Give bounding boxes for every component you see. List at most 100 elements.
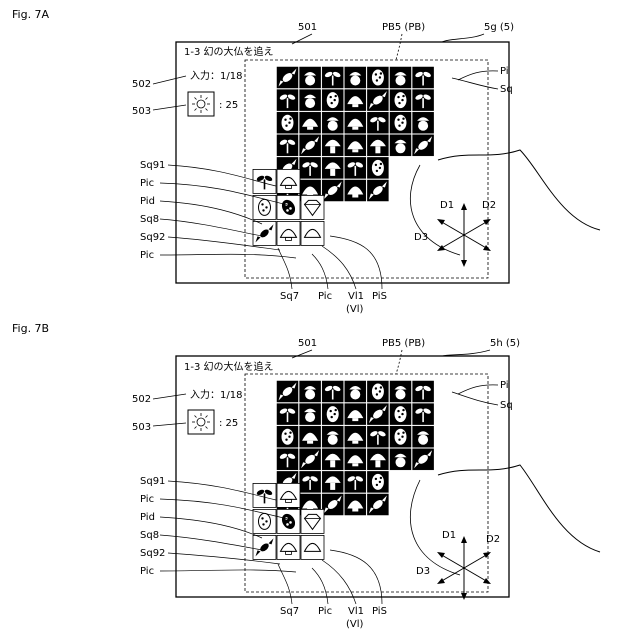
- grid-cell[interactable]: [253, 169, 276, 193]
- grid-cell[interactable]: [322, 112, 343, 133]
- puzzle-grid[interactable]: [253, 67, 434, 245]
- grid-cell[interactable]: [300, 404, 321, 425]
- grid-cell[interactable]: [345, 381, 366, 402]
- grid-cell[interactable]: [413, 426, 434, 447]
- grid-cell[interactable]: [345, 449, 366, 470]
- grid-cell[interactable]: [345, 494, 366, 515]
- grid-cell[interactable]: [345, 157, 366, 178]
- grid-cell[interactable]: [413, 112, 434, 133]
- grid-cell[interactable]: [322, 381, 343, 402]
- grid-cell[interactable]: [300, 90, 321, 111]
- direction-d1: D1: [440, 200, 454, 211]
- grid-cell[interactable]: [390, 449, 411, 470]
- left-label-pid: Pid: [140, 196, 155, 207]
- grid-cell[interactable]: [345, 112, 366, 133]
- level-title: 1-3 幻の大仏を追え: [184, 45, 274, 58]
- left-label-sq91: Sq91: [140, 160, 165, 171]
- grid-cell[interactable]: [322, 471, 343, 492]
- leader-501: [292, 350, 312, 358]
- grid-cell[interactable]: [322, 180, 343, 201]
- grid-cell[interactable]: [277, 112, 298, 133]
- grid-cell[interactable]: [277, 135, 298, 156]
- grid-cell[interactable]: [367, 90, 388, 111]
- grid-cell[interactable]: [277, 535, 300, 559]
- grid-cell[interactable]: [277, 426, 298, 447]
- leader-pb: [396, 34, 402, 60]
- grid-cell[interactable]: [300, 135, 321, 156]
- bottom-label-vl1: Vl1: [348, 606, 364, 617]
- grid-cell[interactable]: [345, 471, 366, 492]
- grid-cell[interactable]: [390, 90, 411, 111]
- grid-cell[interactable]: [345, 404, 366, 425]
- grid-cell[interactable]: [322, 157, 343, 178]
- egg-icon: [282, 429, 294, 445]
- grid-cell[interactable]: [413, 135, 434, 156]
- grid-cell[interactable]: [367, 135, 388, 156]
- grid-cell[interactable]: [367, 381, 388, 402]
- grid-cell[interactable]: [413, 67, 434, 88]
- grid-cell[interactable]: [300, 381, 321, 402]
- ref-502: 502: [132, 394, 151, 405]
- grid-cell[interactable]: [277, 404, 298, 425]
- grid-cell[interactable]: [300, 67, 321, 88]
- grid-cell[interactable]: [301, 195, 324, 219]
- grid-cell[interactable]: [345, 135, 366, 156]
- grid-cell[interactable]: [322, 135, 343, 156]
- grid-cell[interactable]: [367, 494, 388, 515]
- grid-cell[interactable]: [390, 112, 411, 133]
- grid-cell[interactable]: [367, 67, 388, 88]
- grid-cell[interactable]: [367, 180, 388, 201]
- grid-cell[interactable]: [413, 90, 434, 111]
- grid-cell[interactable]: [277, 221, 300, 245]
- grid-cell[interactable]: [367, 471, 388, 492]
- grid-cell[interactable]: [367, 157, 388, 178]
- grid-cell[interactable]: [413, 381, 434, 402]
- grid-cell[interactable]: [322, 494, 343, 515]
- grid-cell[interactable]: [390, 426, 411, 447]
- grid-cell[interactable]: [300, 112, 321, 133]
- grid-cell[interactable]: [345, 67, 366, 88]
- leader-sq: [452, 392, 498, 405]
- grid-cell[interactable]: [253, 509, 276, 533]
- grid-cell[interactable]: [277, 90, 298, 111]
- grid-cell[interactable]: [345, 426, 366, 447]
- grid-cell[interactable]: [345, 180, 366, 201]
- grid-cell[interactable]: [345, 90, 366, 111]
- grid-cell[interactable]: [301, 535, 324, 559]
- grid-cell[interactable]: [277, 509, 300, 533]
- grid-cell[interactable]: [390, 404, 411, 425]
- grid-cell[interactable]: [301, 509, 324, 533]
- grid-cell[interactable]: [300, 426, 321, 447]
- grid-cell[interactable]: [390, 135, 411, 156]
- grid-cell[interactable]: [322, 90, 343, 111]
- direction-compass: [437, 203, 491, 267]
- grid-cell[interactable]: [277, 449, 298, 470]
- grid-cell[interactable]: [322, 67, 343, 88]
- grid-cell[interactable]: [300, 449, 321, 470]
- grid-cell[interactable]: [277, 195, 300, 219]
- grid-cell[interactable]: [277, 67, 298, 88]
- left-label-pic-2: Pic: [140, 250, 154, 261]
- grid-cell[interactable]: [322, 404, 343, 425]
- grid-cell[interactable]: [322, 426, 343, 447]
- torn-edge: [438, 150, 600, 230]
- puzzle-grid[interactable]: [253, 381, 434, 559]
- grid-cell[interactable]: [277, 381, 298, 402]
- grid-cell[interactable]: [300, 157, 321, 178]
- grid-cell[interactable]: [253, 535, 276, 559]
- grid-cell[interactable]: [301, 221, 324, 245]
- grid-cell[interactable]: [413, 404, 434, 425]
- grid-cell[interactable]: [390, 381, 411, 402]
- grid-cell[interactable]: [322, 449, 343, 470]
- grid-cell[interactable]: [300, 471, 321, 492]
- grid-cell[interactable]: [390, 67, 411, 88]
- grid-cell[interactable]: [367, 426, 388, 447]
- grid-cell[interactable]: [367, 449, 388, 470]
- grid-cell[interactable]: [367, 112, 388, 133]
- grid-cell[interactable]: [253, 221, 276, 245]
- grid-cell[interactable]: [367, 404, 388, 425]
- grid-cell[interactable]: [277, 483, 300, 507]
- grid-cell[interactable]: [277, 169, 300, 193]
- ref-501: 501: [298, 338, 317, 349]
- grid-cell[interactable]: [413, 449, 434, 470]
